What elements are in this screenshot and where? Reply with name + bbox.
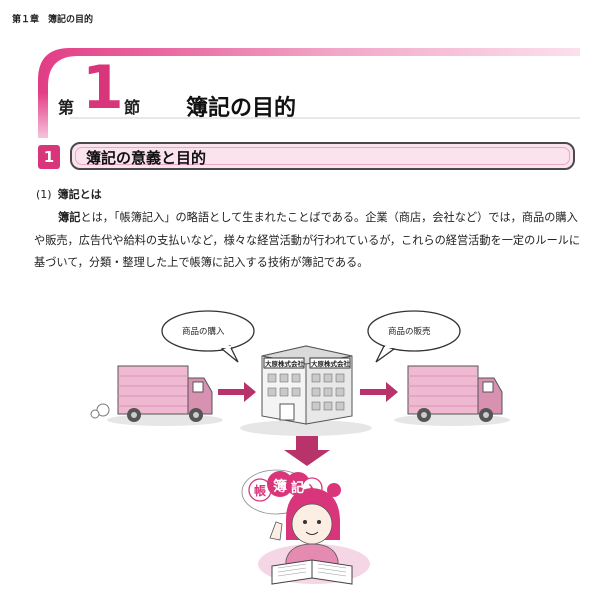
bubble-left-shape bbox=[161, 310, 255, 363]
woman-icon bbox=[258, 483, 370, 585]
char-4: 入 bbox=[306, 483, 317, 496]
arrow-down-icon bbox=[284, 436, 330, 466]
truck-right-icon bbox=[394, 365, 510, 426]
arrow-right-icon bbox=[360, 382, 398, 402]
bubble-right-shape bbox=[367, 310, 461, 363]
section-prefix: 第 bbox=[58, 98, 75, 117]
section-number: 1 bbox=[82, 53, 124, 123]
subsection-bar bbox=[70, 142, 575, 170]
subsection-title: 簿記の意義と目的 bbox=[86, 149, 207, 167]
body-paragraph: 簿記とは，「帳簿記入」の略語として生まれたことばである。企業（商店，会社など）で… bbox=[34, 207, 586, 275]
truck-left-icon bbox=[90, 365, 223, 426]
item-heading: (1) 簿記とは bbox=[36, 186, 102, 202]
item-number: (1) bbox=[36, 188, 52, 201]
char-3: 記 bbox=[291, 481, 305, 496]
running-header: 第１章 簿記の目的 bbox=[12, 15, 94, 25]
bubble-purchase-label: 商品の購入 bbox=[182, 327, 225, 337]
section-suffix: 節 bbox=[124, 98, 141, 117]
bubble-sales-label: 商品の販売 bbox=[388, 327, 431, 337]
item-title: 簿記とは bbox=[57, 188, 102, 201]
arrow-right-icon bbox=[218, 382, 256, 402]
building-sign-right: 大原株式会社 bbox=[311, 360, 350, 368]
subsection-number: 1 bbox=[38, 145, 60, 169]
char-1: 帳 bbox=[254, 484, 267, 498]
char-2: 簿 bbox=[273, 479, 287, 495]
body-term: 簿記 bbox=[58, 211, 81, 224]
building-icon bbox=[240, 345, 372, 436]
body-text: とは，「帳簿記入」の略語として生まれたことばである。企業（商店，会社など）では，… bbox=[34, 211, 581, 269]
section-title: 簿記の目的 bbox=[186, 96, 297, 121]
building-sign-left: 大原株式会社 bbox=[265, 360, 304, 368]
